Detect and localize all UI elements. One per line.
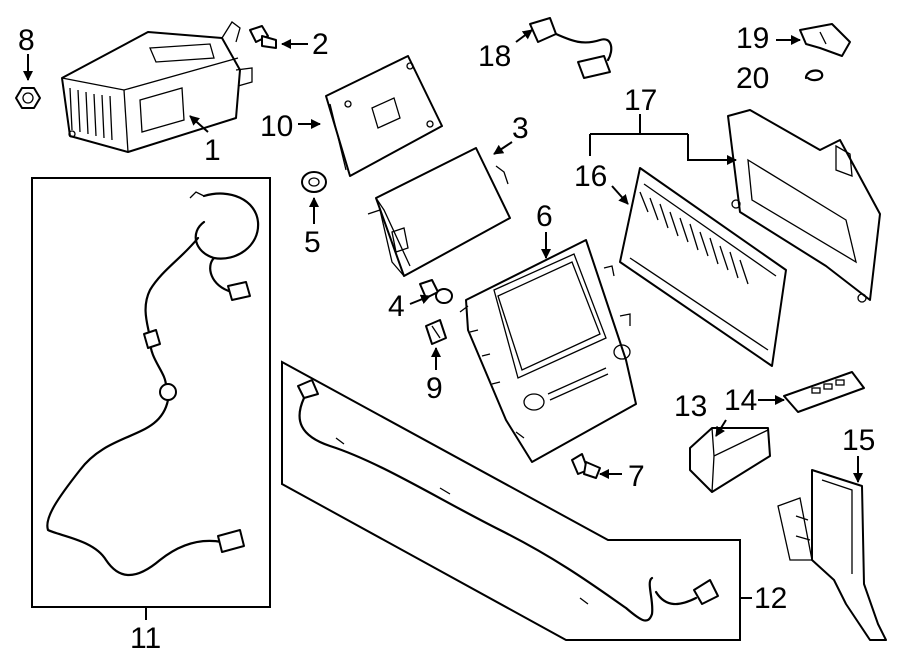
module-part-13 [689, 427, 771, 493]
screw-part-7 [571, 453, 601, 479]
control-module-part-3 [367, 147, 511, 277]
callout-11: 11 [130, 622, 161, 655]
callout-14: 14 [724, 384, 757, 417]
callout-1: 1 [204, 134, 221, 167]
callout-10: 10 [260, 110, 293, 143]
callout-13: 13 [674, 390, 707, 423]
callout-6: 6 [536, 200, 553, 233]
radio-receiver-part [61, 21, 253, 153]
callout-17: 17 [624, 84, 657, 117]
amplifier-bracket-part-17 [727, 109, 881, 303]
bolt-part-2 [249, 25, 277, 49]
screw-part-4 [419, 279, 453, 304]
clip-part-9 [425, 319, 447, 345]
callout-9: 9 [426, 372, 443, 405]
callout-18: 18 [478, 40, 511, 73]
callout-3: 3 [512, 112, 529, 145]
nut-part-8 [15, 87, 41, 109]
display-bezel-part-6 [459, 239, 637, 463]
callout-2: 2 [312, 28, 329, 61]
callout-19: 19 [736, 22, 769, 55]
callout-7: 7 [628, 460, 645, 493]
callout-20: 20 [736, 62, 769, 95]
callout-labels: 8 2 1 10 5 3 4 9 6 7 11 12 13 14 15 16 1… [18, 22, 875, 655]
amplifier-part-16 [619, 167, 787, 367]
clip-ring-part-20 [804, 69, 824, 82]
switch-panel-part-14 [783, 371, 865, 413]
callout-8: 8 [18, 24, 35, 57]
bracket-part-19 [799, 23, 851, 57]
module-part-10 [325, 55, 443, 177]
wiring-harness-part-11 [31, 177, 271, 608]
callout-4: 4 [388, 290, 405, 323]
antenna-cable-part-12 [281, 360, 741, 641]
callout-16: 16 [574, 160, 607, 193]
callout-5: 5 [304, 226, 321, 259]
sensor-lead-part-18 [529, 17, 613, 79]
callout-15: 15 [842, 424, 875, 457]
leader-lines [23, 29, 863, 620]
mounting-bracket-part-15 [777, 469, 887, 641]
grommet-part-5 [301, 171, 327, 193]
callout-12: 12 [754, 582, 787, 615]
